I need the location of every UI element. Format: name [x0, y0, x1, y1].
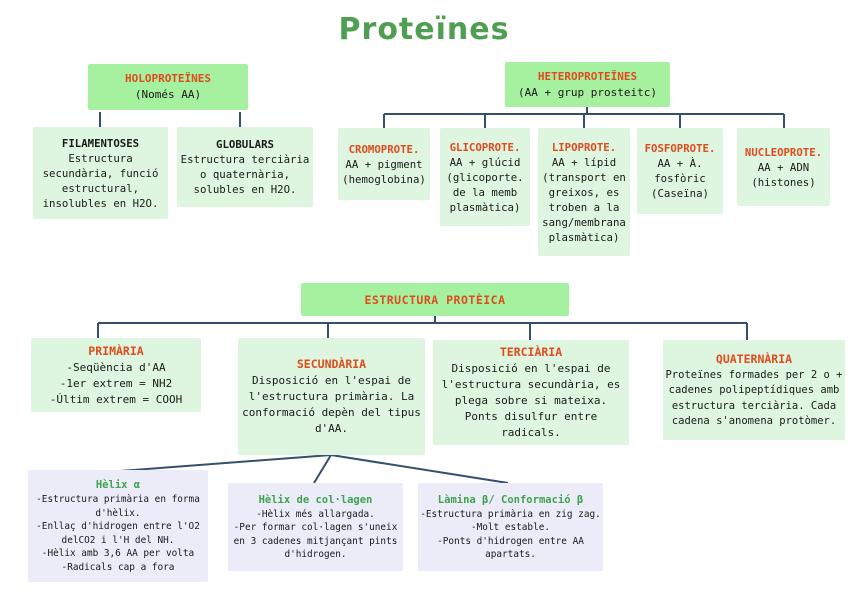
node-heading: FILAMENTOSES [61, 136, 140, 150]
node-helix-alfa[interactable]: Hèlix α -Estructura primària en forma d'… [28, 470, 208, 582]
node-holoproteines[interactable]: HOLOPROTEÏNES (Només AA) [88, 64, 248, 110]
node-text: -Enllaç d'hidrogen entre l'O2 delCO2 i l… [36, 521, 200, 546]
node-heading: Làmina β/ Conformació β [437, 493, 584, 506]
node-helix-collagen[interactable]: Hèlix de col·lagen -Hèlix més allargada.… [228, 483, 403, 571]
node-secundaria[interactable]: SECUNDÀRIA Disposició en l'espai de l'es… [238, 338, 425, 455]
page-title: Proteïnes [338, 12, 510, 47]
node-text: -1er extrem = NH2 [59, 376, 173, 390]
node-nucleoproteines[interactable]: NUCLEOPROTE. AA + ADN (histones) [737, 128, 830, 206]
node-heading: LIPOPROTE. [551, 140, 617, 154]
connector-path [97, 107, 785, 484]
node-text: AA + pigment (hemoglobina) [342, 157, 426, 186]
node-heading: CROMOPROTE. [348, 142, 420, 156]
node-heading: QUATERNÀRIA [715, 351, 793, 366]
node-heading: GLICOPROTE. [449, 140, 521, 154]
node-text: -Per formar col·lagen s'uneix en 3 caden… [233, 522, 398, 560]
node-primaria[interactable]: PRIMÀRIA -Seqüència d'AA -1er extrem = N… [31, 338, 201, 412]
node-text: Disposició en l'espai de l'estructura se… [441, 362, 621, 439]
node-filamentoses[interactable]: FILAMENTOSES Estructura secundària, func… [33, 127, 168, 219]
node-heading: SECUNDÀRIA [296, 357, 367, 371]
node-heading: ESTRUCTURA PROTÈICA [364, 292, 506, 307]
node-text: -Radicals cap a fora [61, 561, 175, 573]
node-heading: FOSFOPROTE. [644, 142, 716, 155]
node-quaternaria[interactable]: QUATERNÀRIA Proteïnes formades per 2 o +… [663, 340, 845, 440]
node-text: -Últim extrem = COOH [49, 392, 183, 406]
node-estructura-proteica[interactable]: ESTRUCTURA PROTÈICA [301, 283, 569, 316]
node-text: -Ponts d'hidrogen entre AA apartats. [437, 535, 584, 561]
node-text: -Molt estable. [470, 522, 551, 533]
node-heading: HETEROPROTEÏNES [537, 69, 638, 83]
node-glicoproteines[interactable]: GLICOPROTE. AA + glúcid (glicoporte. de … [440, 128, 530, 226]
node-heading: Hèlix α [95, 479, 141, 491]
node-heading: PRIMÀRIA [88, 343, 144, 358]
node-text: -Hèlix més allargada. [256, 508, 375, 520]
node-lamina-beta[interactable]: Làmina β/ Conformació β -Estructura prim… [418, 483, 603, 571]
node-text: -Seqüència d'AA [66, 360, 166, 374]
node-text: Estructura secundària, funció estructura… [42, 151, 159, 210]
node-heteroproteines[interactable]: HETEROPROTEÏNES (AA + grup prosteitc) [505, 62, 670, 107]
node-text: -Hèlix amb 3,6 AA per volta [41, 548, 195, 559]
node-text: Proteïnes formades per 2 o + cadenes pol… [665, 368, 843, 428]
node-text: AA + lípid (transport en greixos, es tro… [542, 155, 626, 244]
node-text: Estructura terciària o quaternària, solu… [180, 153, 310, 196]
node-heading: Hèlix de col·lagen [258, 493, 373, 506]
node-text: -Estructura primària en forma d'hèlix. [36, 494, 200, 519]
node-text: -Estructura primària en zig zag. [420, 508, 601, 520]
node-heading: NUCLEOPROTE. [744, 145, 823, 159]
node-heading: HOLOPROTEÏNES [124, 72, 212, 85]
node-fosfoproteines[interactable]: FOSFOPROTE. AA + À. fosfòric (Caseïna) [637, 128, 723, 214]
node-globulars[interactable]: GLOBULARS Estructura terciària o quatern… [177, 127, 313, 207]
node-text: AA + ADN (histones) [751, 160, 816, 189]
node-heading: GLOBULARS [216, 138, 274, 151]
node-subtitle: (Només AA) [134, 88, 202, 101]
node-text: Disposició en l'espai de l'estructura pr… [242, 374, 421, 435]
node-text: AA + glúcid (glicoporte. de la memb plas… [446, 155, 524, 214]
node-cromoproteines[interactable]: CROMOPROTE. AA + pigment (hemoglobina) [338, 128, 430, 200]
node-subtitle: (AA + grup prosteitc) [517, 85, 658, 99]
node-heading: TERCIÀRIA [499, 345, 563, 359]
node-terciaria[interactable]: TERCIÀRIA Disposició en l'espai de l'est… [433, 340, 629, 445]
node-lipoproteines[interactable]: LIPOPROTE. AA + lípid (transport en grei… [538, 128, 630, 256]
node-text: AA + À. fosfòric (Caseïna) [651, 157, 709, 200]
